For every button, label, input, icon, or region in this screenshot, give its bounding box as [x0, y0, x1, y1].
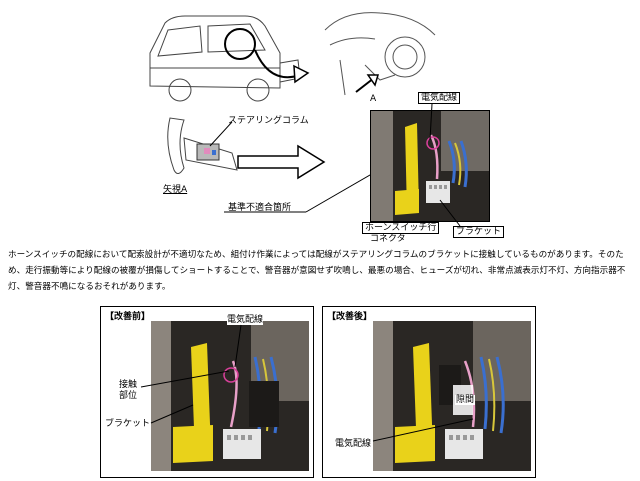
before-label-contact-1: 接触 [119, 380, 138, 390]
label-nonconformity: 基準不適合箇所 [228, 203, 292, 213]
panel-after: 【改善後】 隙間 電気配線 [322, 306, 536, 478]
wiring-top-leader-line [429, 103, 433, 141]
before-leader-lines [140, 324, 242, 424]
label-horn-connector-1: ホーンスイッチ行 [362, 222, 440, 234]
label-view-a: A [370, 94, 377, 104]
label-steering-column: ステアリングコラム [228, 116, 309, 126]
before-label-wiring: 電気配線 [227, 315, 264, 325]
description-text: ホーンスイッチの配線において配索設計が不適切なため、組付け作業によっては配線がス… [8, 250, 626, 292]
car-illustration [149, 15, 301, 102]
steering-leader-line [209, 121, 233, 147]
before-label-contact-2: 部位 [119, 391, 138, 401]
photo-horn-wiring-top [370, 110, 490, 222]
before-label-bracket: ブラケット [105, 419, 151, 429]
after-leader-lines [372, 418, 474, 442]
dashboard-illustration [324, 12, 436, 96]
photo-after [373, 321, 531, 471]
large-right-arrow-icon [237, 144, 326, 180]
curved-arrow-icon [254, 49, 310, 84]
label-arrow-view-a: 矢視A [163, 185, 188, 195]
label-horn-connector-2: コネクタ [370, 234, 406, 244]
panel-after-title: 【改善後】 [327, 312, 373, 322]
view-arrow-icon [355, 74, 380, 93]
label-bracket-top: ブラケット [453, 226, 505, 238]
after-label-wiring: 電気配線 [335, 439, 372, 449]
photo-before [151, 321, 309, 471]
steering-column-illustration [167, 117, 238, 174]
panel-before: 【改善前】 電気配線 接触 部位 ブラケット [100, 306, 314, 478]
bracket-top-leader-line [439, 199, 461, 227]
panel-before-title: 【改善前】 [105, 312, 151, 322]
label-wiring-top: 電気配線 [418, 92, 461, 104]
after-label-gap: 隙間 [455, 395, 476, 405]
